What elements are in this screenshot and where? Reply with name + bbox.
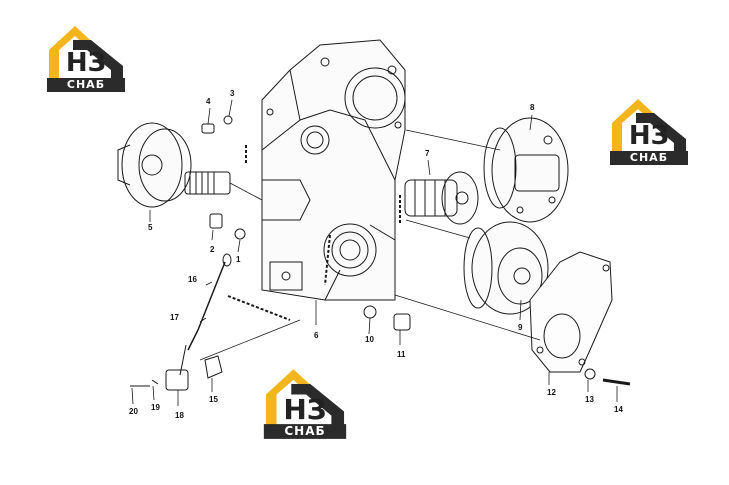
pump-cover: [483, 117, 569, 223]
callout-16: 16: [188, 275, 197, 284]
callout-7: 7: [425, 149, 430, 158]
logo-mark: НЗ: [65, 48, 107, 78]
logo-word: СНАБ: [66, 78, 106, 91]
callout-13: 13: [585, 395, 594, 404]
solid-leaders: [131, 99, 618, 406]
callout-20: 20: [129, 407, 138, 416]
small-parts: [130, 115, 631, 391]
house-logo-icon: [263, 369, 347, 439]
house-logo-icon: [47, 26, 125, 92]
callout-15: 15: [209, 395, 218, 404]
logo-top-right: НЗ СНАБ: [608, 95, 690, 167]
logo-mark: НЗ: [628, 121, 670, 151]
dashed-leaders: [227, 145, 401, 321]
large-gear: [463, 221, 549, 315]
callout-8: 8: [530, 103, 535, 112]
gasket-plate: [529, 251, 613, 373]
callout-1: 1: [236, 255, 241, 264]
callout-10: 10: [365, 335, 374, 344]
callout-4: 4: [206, 97, 211, 106]
callout-11: 11: [397, 350, 406, 359]
callout-9: 9: [518, 323, 523, 332]
logo-bottom: НЗ СНАБ: [260, 365, 350, 441]
logo-word: СНАБ: [284, 424, 326, 438]
logo-top-left: НЗ СНАБ: [45, 22, 127, 94]
callout-17: 17: [170, 313, 179, 322]
callout-12: 12: [547, 388, 556, 397]
callout-19: 19: [151, 403, 160, 412]
logo-mark: НЗ: [283, 393, 327, 426]
callout-2: 2: [210, 245, 215, 254]
logo-word: СНАБ: [629, 151, 669, 164]
callout-14: 14: [614, 405, 623, 414]
gear-assembly: [117, 122, 231, 208]
callout-6: 6: [314, 331, 319, 340]
house-logo-icon: [610, 99, 688, 165]
callout-18: 18: [175, 411, 184, 420]
shaft-gear: [404, 171, 479, 225]
housing: [261, 39, 406, 301]
callout-5: 5: [148, 223, 153, 232]
callout-3: 3: [230, 89, 235, 98]
